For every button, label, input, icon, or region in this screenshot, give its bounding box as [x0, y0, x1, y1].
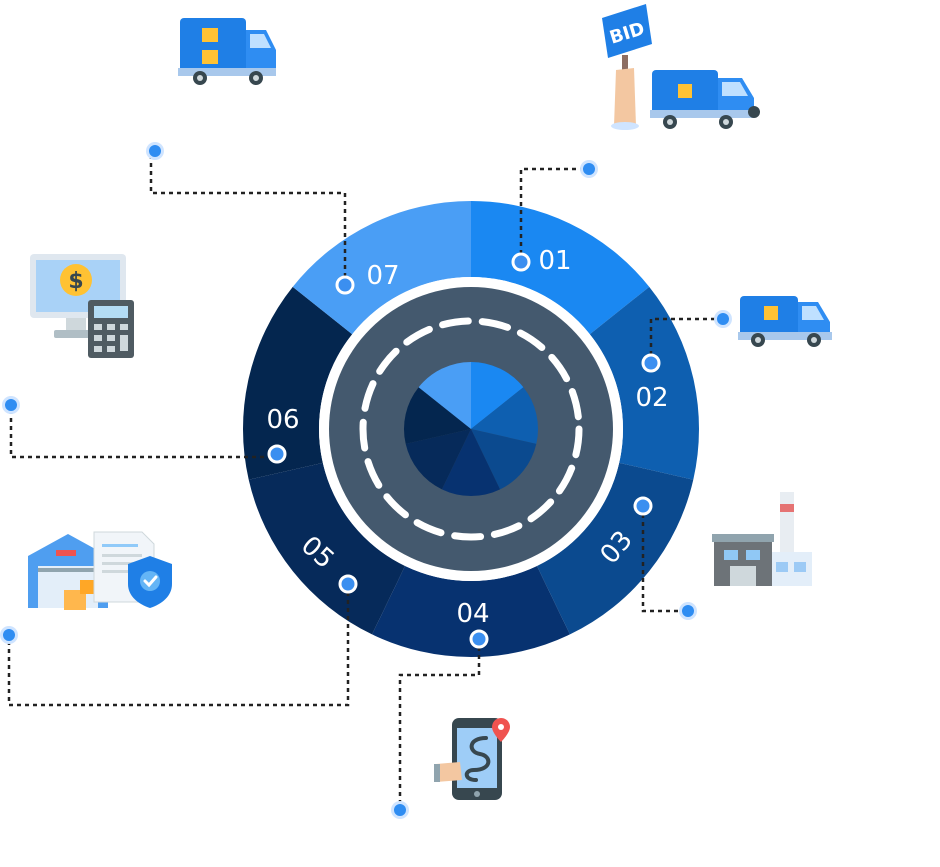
center-slice-05 — [405, 429, 471, 490]
step-number-06: 06 — [266, 405, 299, 435]
segment-dot-05 — [338, 574, 358, 594]
segment-dots — [267, 252, 661, 649]
mobile-route-tracking-icon — [434, 718, 510, 800]
ring-segment-03 — [536, 462, 694, 635]
center-slice-01 — [471, 362, 524, 429]
connector-05 — [7, 584, 350, 707]
end-dot-02 — [714, 310, 732, 328]
center-slice-07 — [418, 361, 471, 429]
step-number-01: 01 — [538, 246, 571, 276]
ring-segment-06 — [243, 286, 353, 480]
ring-segment-02 — [589, 286, 700, 480]
connector-01 — [519, 167, 589, 262]
center-slice-03 — [471, 429, 537, 490]
end-dot-01 — [580, 160, 598, 178]
connector-07 — [149, 151, 347, 285]
dollar-icon: $ — [68, 269, 83, 294]
segment-dot-06 — [267, 444, 287, 464]
end-dot-05 — [0, 626, 18, 644]
factory-icon — [712, 492, 812, 586]
end-dot-07 — [146, 142, 164, 160]
step-number-02: 02 — [635, 383, 668, 413]
connector-04 — [398, 639, 481, 810]
segment-dot-04 — [469, 629, 489, 649]
step-number-07: 07 — [366, 261, 399, 291]
step-number-04: 04 — [456, 599, 489, 629]
delivery-truck-icon — [738, 296, 832, 347]
ring-segment-01 — [471, 201, 650, 335]
center-slice-02 — [471, 387, 539, 444]
connector-03 — [641, 506, 688, 613]
connector-06 — [9, 405, 279, 459]
center-pie — [404, 361, 539, 496]
segment-dot-03 — [633, 496, 653, 516]
connector-02 — [649, 317, 723, 363]
segment-dot-02 — [641, 353, 661, 373]
segment-dot-07 — [335, 275, 355, 295]
billing-calculator-icon: $ — [30, 254, 134, 358]
ring-segment-04 — [372, 565, 570, 657]
bid-truck-icon: BID — [602, 4, 760, 130]
center-slice-06 — [404, 387, 471, 444]
ring-segment-05 — [248, 462, 406, 635]
segment-dot-01 — [511, 252, 531, 272]
center-slice-04 — [441, 429, 501, 496]
warehouse-insurance-icon — [28, 531, 172, 610]
ring-segment-07 — [292, 201, 471, 335]
end-dots — [0, 142, 732, 819]
cycle-ring — [243, 201, 700, 657]
dashed-road-ring — [359, 317, 583, 541]
end-dot-04 — [391, 801, 409, 819]
end-dot-06 — [2, 396, 20, 414]
end-dot-03 — [679, 602, 697, 620]
cargo-truck-icon — [178, 18, 276, 85]
